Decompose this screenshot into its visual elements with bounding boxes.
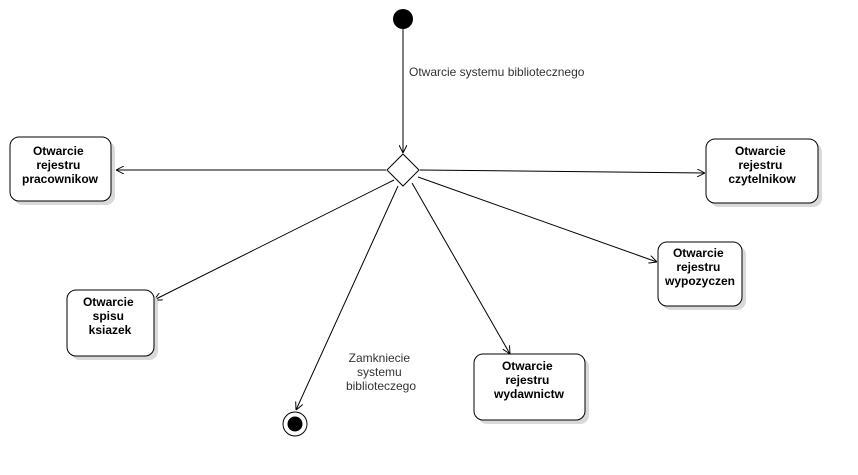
edge-decision-to-ksiazek — [154, 179, 395, 300]
svg-text:Otwarcie rejestru: Otwarcie rejestru wypozyczen — [664, 246, 735, 288]
activity-line-1: Otwarcie — [83, 295, 134, 309]
activity-line-2: rejestru — [676, 260, 720, 274]
activity-line-2: rejestru — [36, 158, 80, 172]
decision-node — [386, 153, 420, 187]
edge-decision-to-wydawnictw — [411, 182, 510, 354]
edge-decision-to-end — [296, 185, 399, 410]
activity-line-2: spisu — [93, 309, 124, 323]
svg-text:Otwarcie rejestru: Otwarcie rejestru czytelnikow — [728, 144, 796, 186]
svg-text:Otwarcie rejestru: Otwarcie rejestru wydawnictw — [493, 359, 565, 401]
initial-transition-label: Otwarcie systemu bibliotecznego — [409, 65, 585, 79]
edge-decision-to-czytelnikow — [419, 170, 705, 173]
activity-rejestr-pracownikow: Otwarcie rejestru pracownikow — [9, 136, 115, 205]
activity-line-3: ksiazek — [89, 323, 132, 337]
activity-line-3: czytelnikow — [728, 172, 796, 186]
activity-line-1: Otwarcie — [735, 144, 786, 158]
activity-rejestr-wypozyczen: Otwarcie rejestru wypozyczen — [657, 241, 746, 310]
final-node — [282, 411, 308, 437]
activity-line-3: wydawnictw — [493, 387, 565, 401]
activity-rejestr-wydawnictw: Otwarcie rejestru wydawnictw — [473, 353, 589, 424]
activity-line-3: wypozyczen — [664, 274, 735, 288]
activity-line-1: Otwarcie — [673, 246, 724, 260]
activity-line-1: Otwarcie — [502, 359, 553, 373]
activity-line-3: pracownikow — [22, 172, 99, 186]
edge-decision-to-wypozyczen — [417, 176, 657, 262]
activity-line-2: rejestru — [505, 373, 549, 387]
activity-line-1: Otwarcie — [33, 144, 84, 158]
activity-spis-ksiazek: Otwarcie spisu ksiazek — [66, 289, 158, 360]
svg-text:Otwarcie spisu ksi: Otwarcie spisu ksiazek — [83, 295, 137, 337]
initial-node — [393, 9, 413, 29]
activity-line-2: rejestru — [738, 158, 782, 172]
edges — [116, 29, 705, 410]
final-transition-label: Zamkniecie systemu biblioteczego — [346, 351, 416, 393]
svg-text:Otwarcie rejestru: Otwarcie rejestru pracownikow — [22, 144, 99, 186]
activity-rejestr-czytelnikow: Otwarcie rejestru czytelnikow — [705, 138, 822, 207]
